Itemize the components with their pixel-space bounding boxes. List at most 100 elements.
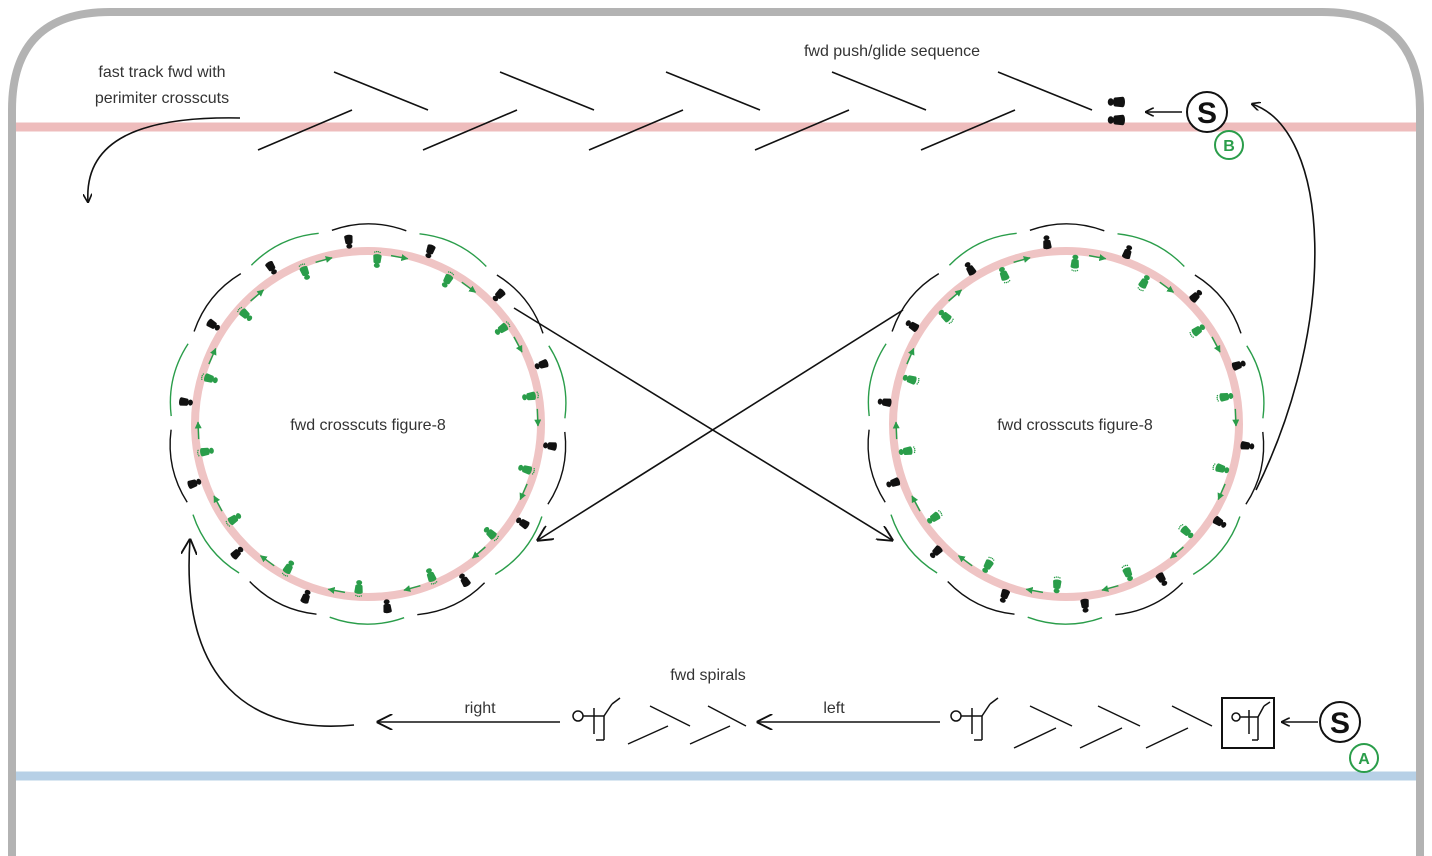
wavy-edge <box>890 514 938 574</box>
direction-arrow <box>892 421 900 440</box>
direction-arrow <box>327 587 346 594</box>
fast-track-arrow <box>88 117 241 202</box>
right-label: right <box>464 700 496 717</box>
direction-arrow <box>1211 336 1221 353</box>
direction-arrow <box>906 347 915 365</box>
spiral-skater-boxed-icon <box>1221 697 1275 749</box>
wavy-edge <box>419 233 487 267</box>
green-foot-icon <box>1211 462 1231 475</box>
direction-arrow <box>315 256 333 264</box>
green-foot-icon <box>901 373 921 386</box>
wavy-edge <box>250 232 319 266</box>
black-foot-icon <box>1240 440 1255 451</box>
right-circle-label: fwd crosscuts figure-8 <box>997 417 1153 434</box>
wavy-edge <box>494 516 543 575</box>
wavy-edge <box>1027 616 1103 625</box>
spiral-skater-right-icon <box>572 697 621 741</box>
cross-line-1 <box>513 307 892 540</box>
wavy-edge <box>1117 233 1185 267</box>
direction-arrow <box>534 408 542 427</box>
push-glide-label: fwd push/glide sequence <box>804 43 980 60</box>
direction-arrow <box>461 281 477 293</box>
return-to-b-arrow <box>1252 104 1316 491</box>
direction-arrow <box>519 483 528 501</box>
start-b-feet-icon <box>1107 96 1125 126</box>
direction-arrow <box>250 289 265 302</box>
wavy-edge <box>329 616 405 625</box>
green-foot-icon <box>1052 576 1062 594</box>
svg-text:A: A <box>1358 751 1370 768</box>
direction-arrow <box>403 584 421 592</box>
wavy-edge <box>1192 516 1241 575</box>
black-foot-icon <box>885 476 901 490</box>
spiral-return-arrow <box>189 540 355 727</box>
green-foot-icon <box>1070 254 1080 272</box>
green-foot-icon <box>898 446 916 457</box>
direction-arrow <box>390 254 409 261</box>
wavy-edge <box>948 232 1017 266</box>
wavy-edge <box>169 429 188 503</box>
wavy-edge <box>867 429 886 503</box>
direction-arrow <box>1169 546 1184 559</box>
start-a-icon: S A <box>1319 701 1379 773</box>
direction-arrow <box>948 289 963 302</box>
direction-arrow <box>194 421 202 440</box>
wavy-edge <box>867 343 887 417</box>
direction-arrow <box>1159 281 1175 293</box>
push-glide-strokes <box>257 71 1093 151</box>
direction-arrow <box>1101 584 1119 592</box>
svg-text:S: S <box>1330 707 1350 740</box>
start-b-icon: S B <box>1186 91 1244 160</box>
spirals-label: fwd spirals <box>670 667 746 684</box>
wavy-edge <box>1245 431 1265 505</box>
black-foot-icon <box>877 397 892 408</box>
wavy-edge <box>249 581 317 615</box>
cross-line-2 <box>538 309 904 540</box>
fast-track-label-line2: perimiter crosscuts <box>95 90 229 107</box>
wavy-edge <box>1194 274 1242 334</box>
direction-arrow <box>208 347 217 365</box>
black-foot-icon <box>178 397 194 408</box>
black-foot-icon <box>382 598 393 614</box>
direction-arrow <box>513 336 523 353</box>
wavy-edge <box>496 274 544 334</box>
direction-arrow <box>911 495 921 512</box>
left-circle-crosscut-feet <box>169 223 567 625</box>
left-label: left <box>823 700 845 717</box>
direction-arrow <box>1088 254 1107 261</box>
wavy-edge <box>417 582 486 616</box>
left-circle-label: fwd crosscuts figure-8 <box>290 417 446 434</box>
direction-arrow <box>213 495 223 512</box>
direction-arrow <box>1217 483 1226 501</box>
wavy-edge <box>193 273 242 332</box>
black-foot-icon <box>1042 234 1052 250</box>
black-foot-icon <box>343 234 354 250</box>
wavy-edge <box>891 273 940 332</box>
black-foot-icon <box>1231 358 1247 372</box>
direction-arrow <box>259 555 275 567</box>
black-foot-icon <box>1080 598 1090 614</box>
wavy-edge <box>1029 223 1105 232</box>
wavy-edge <box>1115 582 1184 616</box>
rink-boundary <box>8 8 1424 856</box>
wavy-edge <box>548 345 567 419</box>
wavy-edge <box>192 514 240 574</box>
svg-text:S: S <box>1197 97 1217 130</box>
direction-arrow <box>1232 408 1240 427</box>
wavy-edge <box>1246 345 1265 419</box>
direction-arrow <box>957 555 973 567</box>
wavy-edge <box>331 223 407 232</box>
spiral-skater-left-icon <box>950 697 999 741</box>
right-circle-crosscut-feet <box>867 223 1265 625</box>
direction-arrow <box>1025 587 1044 594</box>
fast-track-label-line1: fast track fwd with <box>98 64 225 81</box>
svg-text:B: B <box>1223 138 1235 155</box>
wavy-edge <box>169 343 189 417</box>
wavy-edge <box>547 431 567 505</box>
direction-arrow <box>1013 256 1031 264</box>
green-foot-icon <box>1216 391 1234 402</box>
black-foot-icon <box>542 440 558 451</box>
direction-arrow <box>471 546 486 559</box>
wavy-edge <box>947 581 1015 615</box>
